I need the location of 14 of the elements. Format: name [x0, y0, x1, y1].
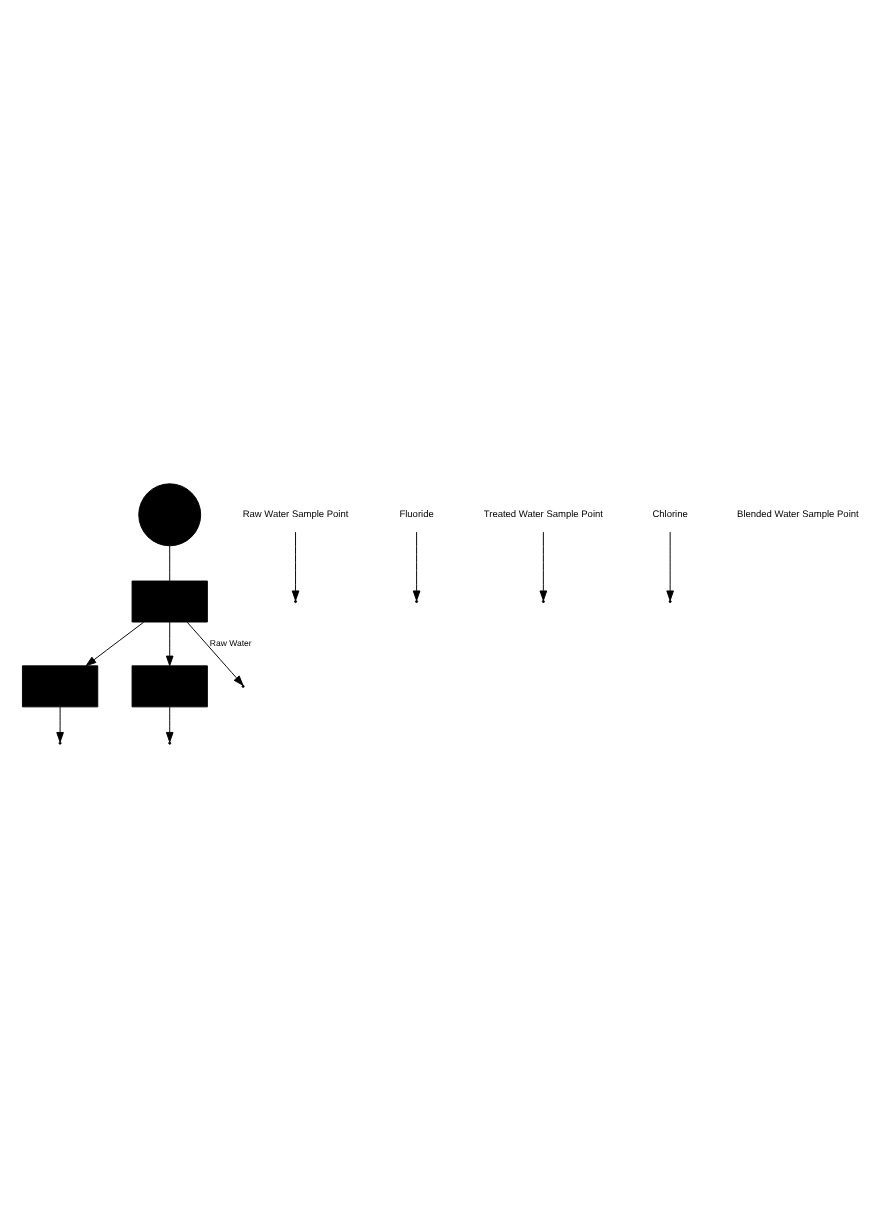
arrow	[56, 706, 64, 743]
node-circle	[138, 483, 202, 547]
arrow	[666, 531, 674, 601]
arrow	[165, 706, 174, 743]
connector	[169, 545, 171, 582]
arrow	[412, 531, 421, 601]
arrow	[291, 531, 300, 601]
arrow	[539, 531, 548, 601]
arrow	[165, 621, 174, 667]
node-box	[131, 665, 208, 708]
node-box	[131, 580, 208, 623]
arrow	[186, 621, 244, 686]
arrow	[85, 621, 145, 667]
node-box	[21, 665, 99, 708]
